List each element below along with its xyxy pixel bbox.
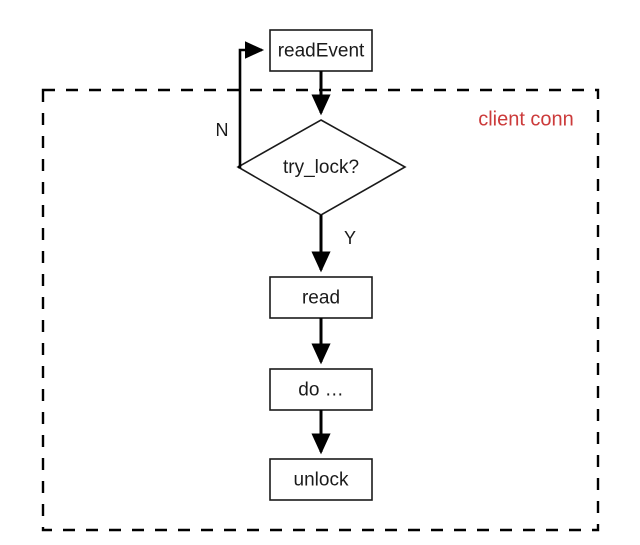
- edge-label-no: N: [216, 120, 229, 140]
- client-conn-group-label: client conn: [478, 108, 574, 130]
- node-read-label: read: [302, 288, 340, 309]
- node-read-box[interactable]: [269, 276, 373, 319]
- edge-trylock-to-readevent-loop: [238, 41, 265, 169]
- node-do-box[interactable]: [269, 368, 373, 411]
- node-unlock-box[interactable]: [269, 458, 373, 501]
- node-readevent-box[interactable]: [269, 29, 373, 72]
- node-trylock-label: try_lock?: [283, 157, 359, 178]
- node-unlock-label: unlock: [294, 470, 349, 491]
- node-do-label: do …: [298, 380, 343, 401]
- node-readevent-label: readEvent: [278, 41, 365, 62]
- edge-label-yes: Y: [344, 228, 356, 248]
